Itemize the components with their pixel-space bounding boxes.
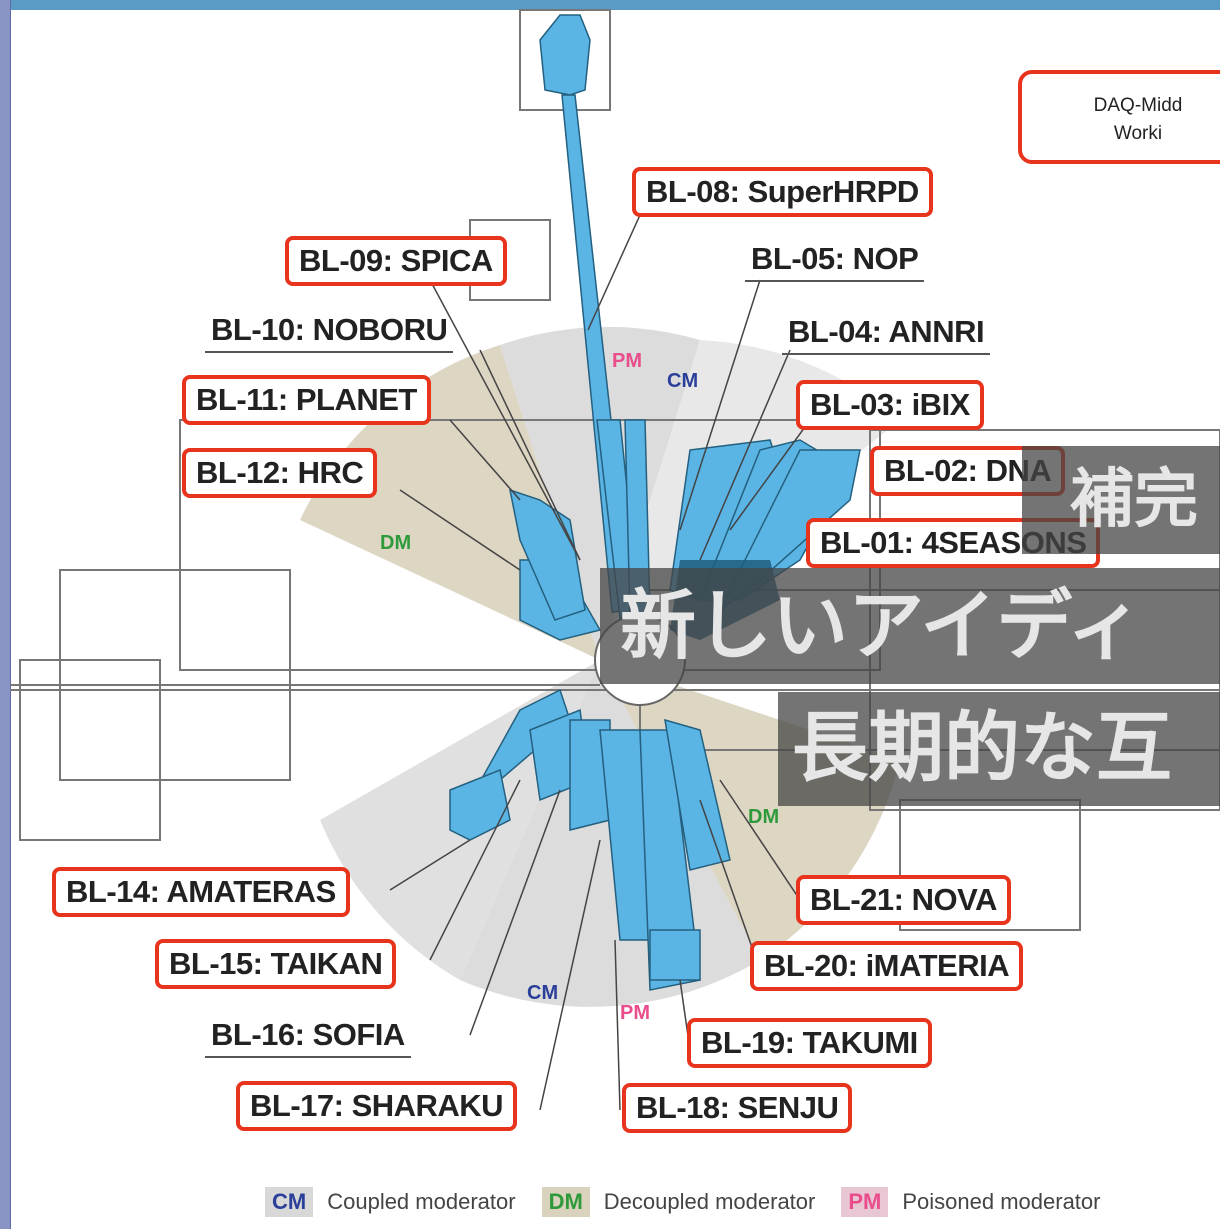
- beamline-label-bl18: BL-18: SENJU: [622, 1083, 853, 1133]
- beamline-label-bl17: BL-17: SHARAKU: [236, 1081, 518, 1131]
- moderator-label-pm-top: PM: [612, 350, 642, 372]
- beamline-label-bl10: BL-10: NOBORU: [205, 309, 454, 353]
- moderator-label-dm-right: DM: [748, 806, 780, 828]
- window-top-border: [0, 0, 1220, 10]
- beamline-label-bl04: BL-04: ANNRI: [782, 311, 991, 355]
- moderator-legend: CM Coupled moderator DM Decoupled modera…: [265, 1182, 1126, 1222]
- note-line-1: DAQ-Midd: [1093, 95, 1183, 116]
- beamline-label-bl05: BL-05: NOP: [745, 238, 925, 282]
- bl08-detector: [539, 14, 591, 96]
- beamline-label-bl14: BL-14: AMATERAS: [52, 867, 350, 917]
- bl14-detector: [449, 768, 511, 841]
- daq-middleware-note: DAQ-Midd Worki: [1018, 70, 1220, 164]
- moderator-label-cm-bottom: CM: [527, 982, 559, 1004]
- moderator-label-dm-left: DM: [380, 532, 412, 554]
- legend-key-cm: CM: [265, 1187, 314, 1217]
- overlay-text-line-2: 新しいアイディ: [600, 568, 1220, 684]
- beamline-label-bl19: BL-19: TAKUMI: [687, 1018, 932, 1068]
- beamline-label-bl03: BL-03: iBIX: [796, 380, 984, 430]
- legend-text-cm: Coupled moderator: [327, 1189, 516, 1214]
- legend-key-pm: PM: [841, 1187, 889, 1217]
- beamline-label-bl16: BL-16: SOFIA: [205, 1014, 411, 1058]
- beamline-label-bl20: BL-20: iMATERIA: [750, 941, 1024, 991]
- moderator-label-pm-bottom: PM: [620, 1002, 650, 1024]
- window-left-border: [0, 0, 11, 1229]
- beamline-label-bl11: BL-11: PLANET: [182, 375, 431, 425]
- beamline-label-bl09: BL-09: SPICA: [285, 236, 507, 286]
- moderator-label-cm-top: CM: [667, 370, 699, 392]
- beamline-label-bl08: BL-08: SuperHRPD: [632, 167, 933, 217]
- legend-text-dm: Decoupled moderator: [603, 1189, 816, 1214]
- legend-key-dm: DM: [541, 1187, 590, 1217]
- beamline-label-bl12: BL-12: HRC: [182, 448, 378, 498]
- beamline-label-bl15: BL-15: TAIKAN: [155, 939, 397, 989]
- leader-lines: [389, 214, 811, 1111]
- overlay-text-line-1: 補完: [1022, 446, 1220, 554]
- beamline-label-bl21: BL-21: NOVA: [796, 875, 1011, 925]
- note-line-2: Worki: [1113, 123, 1163, 144]
- overlay-text-line-3: 長期的な互: [778, 692, 1220, 806]
- legend-text-pm: Poisoned moderator: [902, 1189, 1101, 1214]
